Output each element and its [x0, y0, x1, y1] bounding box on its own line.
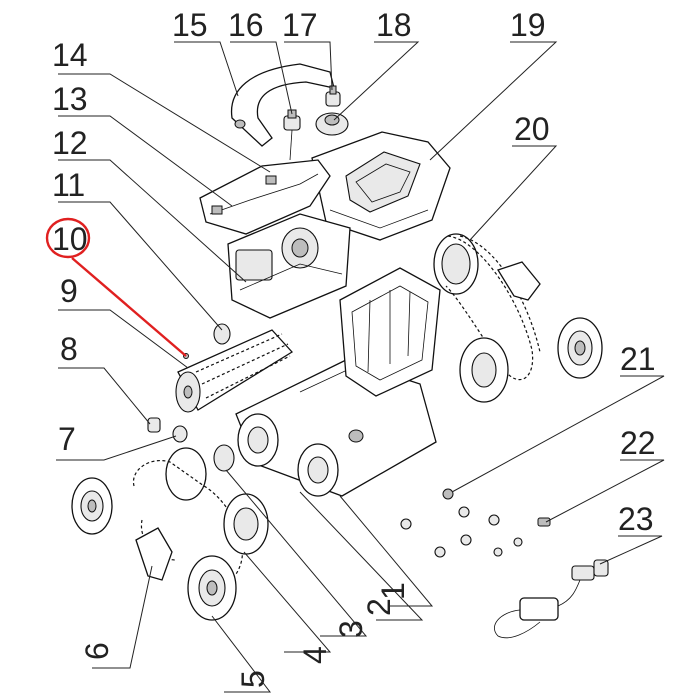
- highlight-10: [45, 217, 187, 357]
- parts-artwork: [71, 63, 609, 639]
- leader-lines: [56, 41, 665, 693]
- callout-11: 11: [52, 167, 85, 203]
- callout-10: 10: [52, 221, 88, 257]
- handle: [230, 63, 335, 147]
- callout-6: 6: [79, 642, 115, 660]
- brush-roller: [175, 329, 294, 413]
- callout-21: 21: [620, 341, 656, 377]
- callout-3: 3: [333, 620, 369, 638]
- highlight-circle: [45, 217, 91, 259]
- callout-12: 12: [52, 125, 88, 161]
- callout-23: 23: [618, 501, 654, 537]
- callout-4: 4: [297, 646, 333, 664]
- highlight-leader: [71, 257, 187, 357]
- power-supply: [494, 559, 609, 639]
- callout-9: 9: [60, 273, 78, 309]
- callout-2: 2: [361, 598, 397, 616]
- callout-numbers: 1 2 3 4 5 6 7 8 9 10 11 12 13 14 15 16 1…: [52, 7, 656, 688]
- callout-20: 20: [514, 111, 550, 147]
- callout-14: 14: [52, 37, 88, 73]
- callout-17: 17: [282, 7, 318, 43]
- connector-16: [283, 109, 301, 161]
- callout-13: 13: [52, 81, 88, 117]
- callout-8: 8: [60, 331, 78, 367]
- wheel-20b: [557, 317, 603, 379]
- callout-22: 22: [620, 425, 656, 461]
- rear-drive-assembly: [433, 233, 541, 403]
- callout-18: 18: [376, 7, 412, 43]
- callout-15: 15: [172, 7, 208, 43]
- callout-19: 19: [510, 7, 546, 43]
- callout-1: 1: [375, 582, 411, 600]
- hardware-set: [400, 506, 551, 558]
- wheel-far-left: [71, 477, 113, 535]
- upper-housing: [199, 159, 331, 235]
- callout-16: 16: [228, 7, 264, 43]
- bushing-8: [147, 417, 161, 433]
- gear-7: [172, 425, 188, 443]
- port-18: [315, 112, 349, 136]
- callout-7: 7: [58, 421, 76, 457]
- gear-11: [213, 323, 231, 345]
- connector-17: [325, 85, 341, 107]
- callout-5: 5: [235, 670, 271, 688]
- motor-body: [227, 213, 351, 319]
- screw-21: [442, 488, 454, 500]
- front-track-assembly: [132, 447, 269, 621]
